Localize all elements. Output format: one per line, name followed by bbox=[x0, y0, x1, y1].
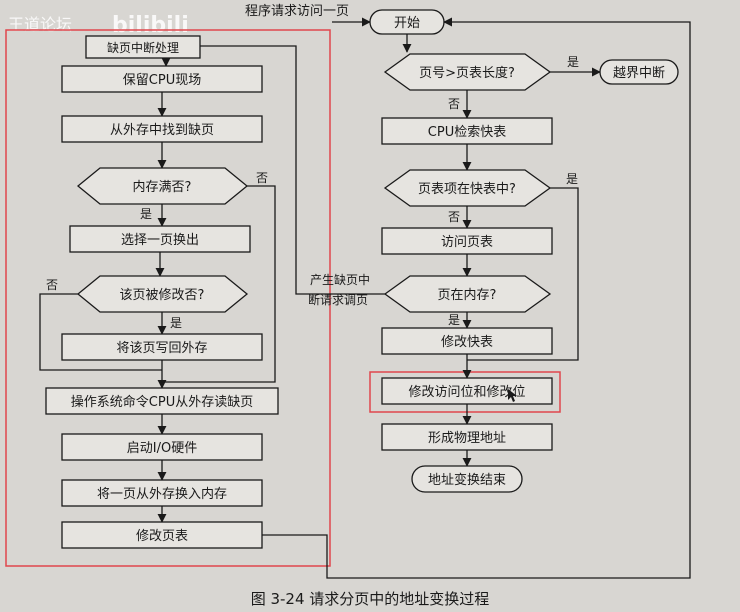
yes-label-4: 是 bbox=[140, 207, 152, 221]
loopback-line bbox=[326, 17, 691, 579]
tlb-yes-bypass-line bbox=[467, 187, 579, 361]
yes-label-5: 是 bbox=[170, 316, 182, 330]
process-form-physical-address-label: 形成物理地址 bbox=[428, 431, 506, 446]
yes-label-3: 是 bbox=[448, 313, 460, 327]
no-label-1: 否 bbox=[448, 97, 460, 111]
watermark-text: 王道论坛 bbox=[8, 15, 72, 34]
decision-page-in-memory bbox=[383, 275, 552, 313]
decision-page-modified-label: 该页被修改否? bbox=[120, 288, 205, 303]
process-modify-tlb-label: 修改快表 bbox=[441, 335, 493, 350]
end-terminal bbox=[411, 465, 523, 493]
process-swap-in bbox=[61, 479, 263, 507]
fault-handler-title-box bbox=[85, 35, 201, 59]
decision-in-tlb-label: 页表项在快表中? bbox=[418, 182, 516, 197]
out-of-bounds-terminal bbox=[599, 59, 679, 85]
yes-label-2: 是 bbox=[566, 172, 578, 186]
bilibili-logo: bilibili bbox=[112, 13, 189, 38]
page-fault-line bbox=[200, 45, 385, 295]
no-label-3: 否 bbox=[256, 171, 268, 185]
decision-page-modified bbox=[76, 275, 249, 313]
process-save-cpu-label: 保留CPU现场 bbox=[123, 73, 201, 88]
process-cpu-check-tlb-label: CPU检索快表 bbox=[428, 125, 506, 140]
process-choose-page bbox=[69, 225, 251, 253]
mouse-cursor-icon bbox=[508, 389, 517, 402]
end-label: 地址变换结束 bbox=[428, 472, 506, 488]
process-swap-in-label: 将一页从外存换入内存 bbox=[97, 486, 227, 502]
process-access-page-table-label: 访问页表 bbox=[441, 235, 493, 250]
return-line bbox=[262, 534, 328, 566]
process-find-page-label: 从外存中找到缺页 bbox=[110, 123, 214, 138]
no-label-4: 否 bbox=[46, 278, 58, 292]
process-os-command-label: 操作系统命令CPU从外存读缺页 bbox=[71, 394, 253, 410]
start-label: 开始 bbox=[394, 16, 420, 31]
no-label-2: 否 bbox=[448, 210, 460, 224]
page-fault-label-2: 断请求调页 bbox=[308, 292, 368, 307]
decision-page-in-memory-label: 页在内存? bbox=[438, 287, 497, 303]
process-write-back-label: 将该页写回外存 bbox=[116, 341, 207, 356]
fault-handler-title: 缺页中断处理 bbox=[107, 40, 179, 55]
request-label: 程序请求访问一页 bbox=[245, 4, 349, 19]
process-form-physical-address bbox=[381, 423, 553, 451]
figure-caption: 图 3-24 请求分页中的地址变换过程 bbox=[251, 590, 490, 608]
fault-handler-highlight bbox=[5, 29, 331, 567]
process-modify-access-bits-label: 修改访问位和修改位 bbox=[408, 385, 525, 400]
not-modified-line bbox=[39, 293, 162, 371]
memory-not-full-line bbox=[162, 185, 276, 383]
page-fault-label-1: 产生缺页中 bbox=[310, 272, 370, 287]
process-modify-page-table bbox=[61, 521, 263, 549]
out-of-bounds-label: 越界中断 bbox=[613, 66, 665, 81]
process-start-io bbox=[61, 433, 263, 461]
decision-page-number-label: 页号>页表长度? bbox=[419, 65, 515, 81]
process-modify-page-table-label: 修改页表 bbox=[136, 529, 188, 544]
process-write-back bbox=[61, 333, 263, 361]
process-modify-tlb bbox=[381, 327, 553, 355]
process-cpu-check-tlb bbox=[381, 117, 553, 145]
process-start-io-label: 启动I/O硬件 bbox=[127, 441, 197, 456]
process-choose-page-label: 选择一页换出 bbox=[121, 233, 199, 248]
yes-label-1: 是 bbox=[567, 55, 579, 69]
decision-memory-full-label: 内存满否? bbox=[133, 179, 192, 195]
process-find-page bbox=[61, 115, 263, 143]
